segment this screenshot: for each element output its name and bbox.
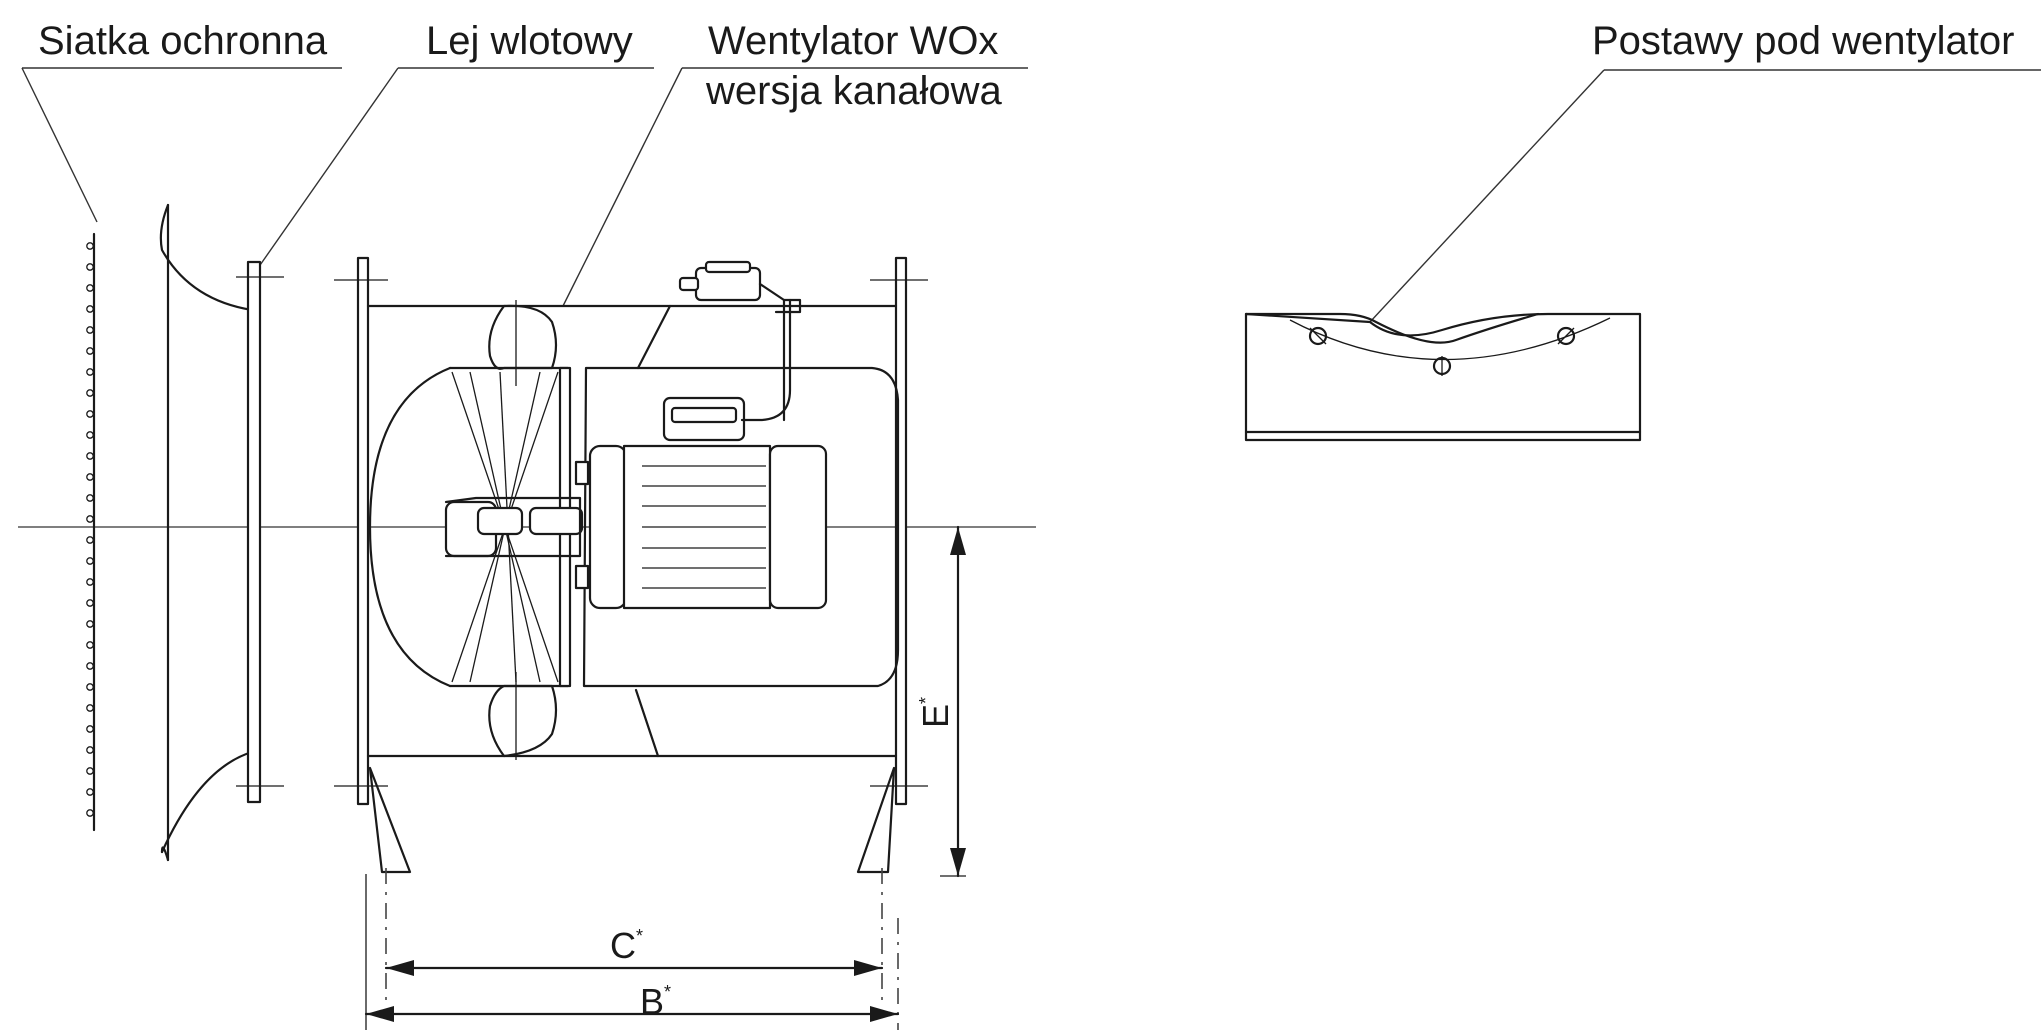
grille-tick — [86, 620, 94, 628]
dimension-e: E* — [915, 525, 966, 878]
callout-fan-subtitle-text: wersja kanałowa — [705, 69, 1002, 113]
grille-tick — [86, 452, 94, 460]
grille-tick — [86, 767, 94, 775]
callout-stand-text: Postawy pod wentylator — [1592, 19, 2014, 63]
dimension-b: B* — [364, 874, 900, 1030]
grille-tick — [86, 431, 94, 439]
grille-tick — [86, 578, 94, 586]
callout-stand: Postawy pod wentylator — [1369, 19, 2041, 323]
grille-tick — [86, 263, 94, 271]
grille-tick — [86, 389, 94, 397]
grille-tick — [86, 557, 94, 565]
grille-tick — [86, 536, 94, 544]
grille-tick — [86, 368, 94, 376]
callout-fan: Wentylator WOx wersja kanałowa — [562, 19, 1028, 307]
grille-tick — [86, 347, 94, 355]
grille-tick — [86, 725, 94, 733]
grille-tick — [86, 473, 94, 481]
protective-grille — [86, 232, 96, 832]
grille-tick — [86, 788, 94, 796]
grille-tick — [86, 746, 94, 754]
grille-tick — [86, 683, 94, 691]
grille-tick — [86, 326, 94, 334]
grille-tick — [86, 662, 94, 670]
grille-tick — [86, 809, 94, 817]
grille-tick — [86, 599, 94, 607]
grille-tick — [86, 410, 94, 418]
grille-tick — [86, 284, 94, 292]
callout-grille: Siatka ochronna — [21, 19, 342, 223]
dimension-c: C* — [384, 868, 884, 1000]
dimension-b-label: B* — [640, 981, 671, 1022]
inlet-cone — [159, 203, 284, 862]
grille-tick — [86, 494, 94, 502]
dimension-e-label: E* — [915, 697, 956, 728]
callout-inlet-cone-text: Lej wlotowy — [426, 19, 633, 63]
grille-tick — [86, 641, 94, 649]
fan-casing — [334, 256, 928, 874]
grille-tick — [86, 515, 94, 523]
dimension-c-label: C* — [610, 925, 643, 966]
callout-grille-text: Siatka ochronna — [38, 19, 328, 63]
grille-tick — [86, 305, 94, 313]
grille-tick — [86, 704, 94, 712]
callout-fan-title-text: Wentylator WOx — [708, 19, 998, 63]
callout-inlet-cone: Lej wlotowy — [257, 19, 654, 269]
fan-stand-detail — [1244, 312, 1642, 442]
grille-tick — [86, 242, 94, 250]
